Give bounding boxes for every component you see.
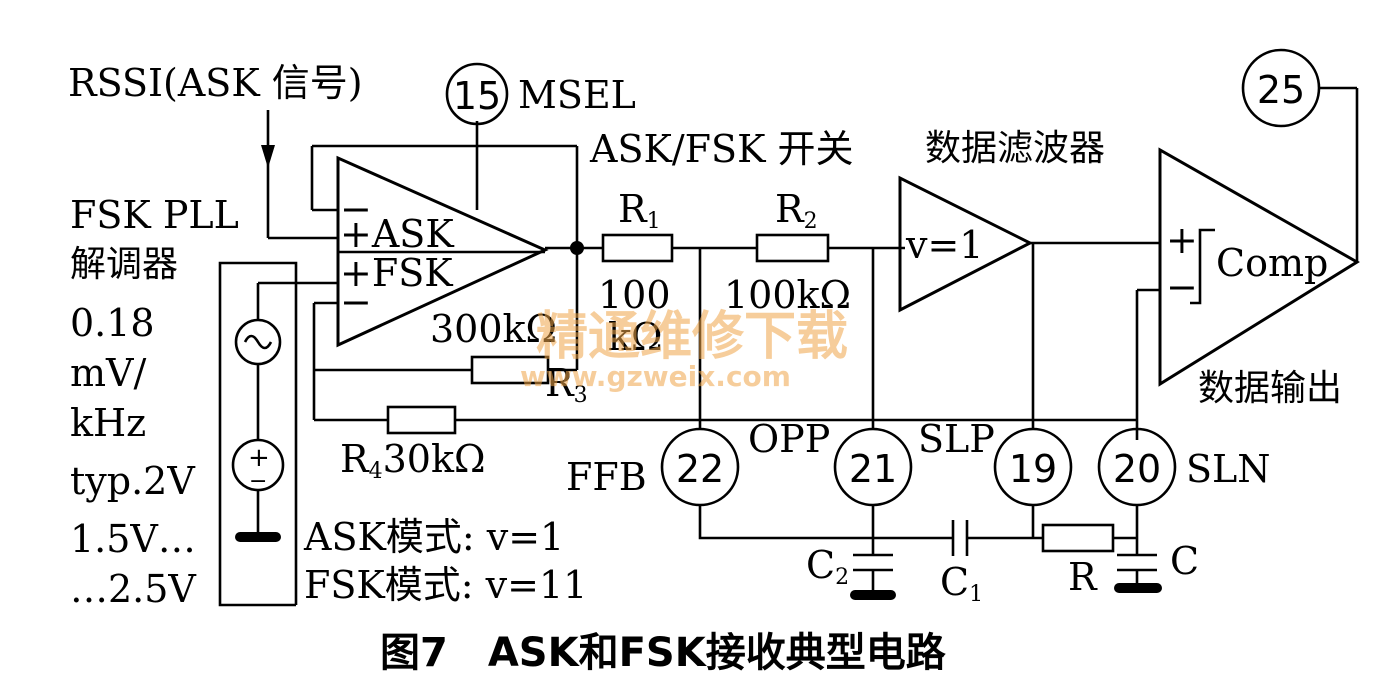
label-slp: SLP bbox=[918, 417, 995, 461]
svg-text:22: 22 bbox=[676, 447, 724, 491]
label-ffb: FFB bbox=[566, 455, 647, 499]
comparator bbox=[1158, 147, 1360, 387]
capacitor-c bbox=[1114, 553, 1162, 593]
resistor-r bbox=[1041, 523, 1115, 553]
label-r1: R1 bbox=[618, 187, 661, 234]
svg-text:21: 21 bbox=[849, 447, 897, 491]
label-opp: OPP bbox=[748, 417, 830, 461]
spec-line-4: typ.2V bbox=[70, 459, 195, 503]
buffer-label: v=1 bbox=[905, 223, 983, 267]
svg-text:25: 25 bbox=[1257, 68, 1305, 112]
svg-text:+: + bbox=[248, 443, 270, 473]
resistor-r2 bbox=[755, 233, 830, 263]
spec-line-2: mV/ bbox=[70, 351, 146, 395]
label-ask-mode: ASK模式: v=1 bbox=[303, 515, 564, 559]
spec-line-1: 0.18 bbox=[70, 301, 155, 345]
pin-15: 15 bbox=[445, 62, 509, 126]
svg-text:19: 19 bbox=[1009, 447, 1057, 491]
buffer-amplifier bbox=[898, 175, 1034, 313]
ac-source-icon bbox=[234, 318, 282, 366]
spec-line-3: kHz bbox=[70, 401, 146, 445]
capacitor-c1 bbox=[951, 520, 969, 556]
label-r2: R2 bbox=[775, 187, 818, 234]
svg-text:20: 20 bbox=[1113, 447, 1161, 491]
amp-plus-fsk: +FSK bbox=[340, 251, 453, 295]
label-r1-value-2: kΩ bbox=[608, 315, 663, 359]
comparator-minus: − bbox=[1166, 265, 1198, 309]
dc-source-icon: + − bbox=[231, 438, 285, 494]
svg-text:−: − bbox=[249, 469, 267, 494]
spec-line-6: …2.5V bbox=[70, 567, 196, 611]
label-fsk-pll: FSK PLL bbox=[70, 193, 239, 237]
figure-caption: 图7 ASK和FSK接收典型电路 bbox=[380, 630, 947, 676]
svg-text:15: 15 bbox=[453, 74, 501, 118]
label-r3-value: 300kΩ bbox=[430, 307, 557, 351]
label-fsk-mode: FSK模式: v=11 bbox=[304, 563, 587, 607]
label-filter: 数据滤波器 bbox=[925, 128, 1105, 169]
hysteresis-icon bbox=[1190, 228, 1215, 305]
pin-19: 19 bbox=[993, 427, 1073, 507]
amp-plus-ask: +ASK bbox=[340, 212, 454, 256]
pin-20: 20 bbox=[1097, 427, 1177, 507]
label-msel: MSEL bbox=[518, 73, 636, 117]
pin-22: 22 bbox=[660, 427, 740, 507]
label-r: R bbox=[1068, 555, 1098, 599]
capacitor-c2 bbox=[850, 553, 896, 600]
wires bbox=[218, 86, 1359, 607]
comparator-label: Comp bbox=[1216, 241, 1328, 285]
label-r1-value-1: 100 bbox=[598, 273, 671, 317]
label-switch: ASK/FSK 开关 bbox=[589, 127, 854, 171]
comparator-plus: + bbox=[1166, 218, 1198, 262]
amp-minus-top: − bbox=[340, 187, 372, 231]
label-c: C bbox=[1170, 539, 1199, 583]
spec-line-5: 1.5V… bbox=[70, 517, 196, 561]
resistor-r4 bbox=[386, 405, 457, 435]
label-r4: R430kΩ bbox=[340, 437, 486, 484]
amp-minus-bottom: − bbox=[340, 280, 372, 324]
watermark-cn: 精通维修下载 bbox=[536, 307, 848, 367]
label-rssi: RSSI(ASK 信号) bbox=[68, 61, 363, 105]
label-c1: C1 bbox=[940, 560, 983, 607]
resistor-r3 bbox=[470, 355, 550, 385]
pin-21: 21 bbox=[833, 427, 913, 507]
watermark-url: www.gzweix.com bbox=[520, 360, 791, 393]
resistor-r1 bbox=[601, 233, 674, 263]
label-sln: SLN bbox=[1186, 447, 1271, 491]
label-r2-value: 100kΩ bbox=[724, 273, 851, 317]
label-r3: R3 bbox=[545, 361, 588, 408]
label-data-output: 数据输出 bbox=[1198, 368, 1342, 409]
label-demodulator: 解调器 bbox=[70, 244, 178, 285]
label-c2: C2 bbox=[806, 543, 849, 590]
pin-25: 25 bbox=[1241, 48, 1321, 128]
junction-dot bbox=[570, 241, 584, 255]
